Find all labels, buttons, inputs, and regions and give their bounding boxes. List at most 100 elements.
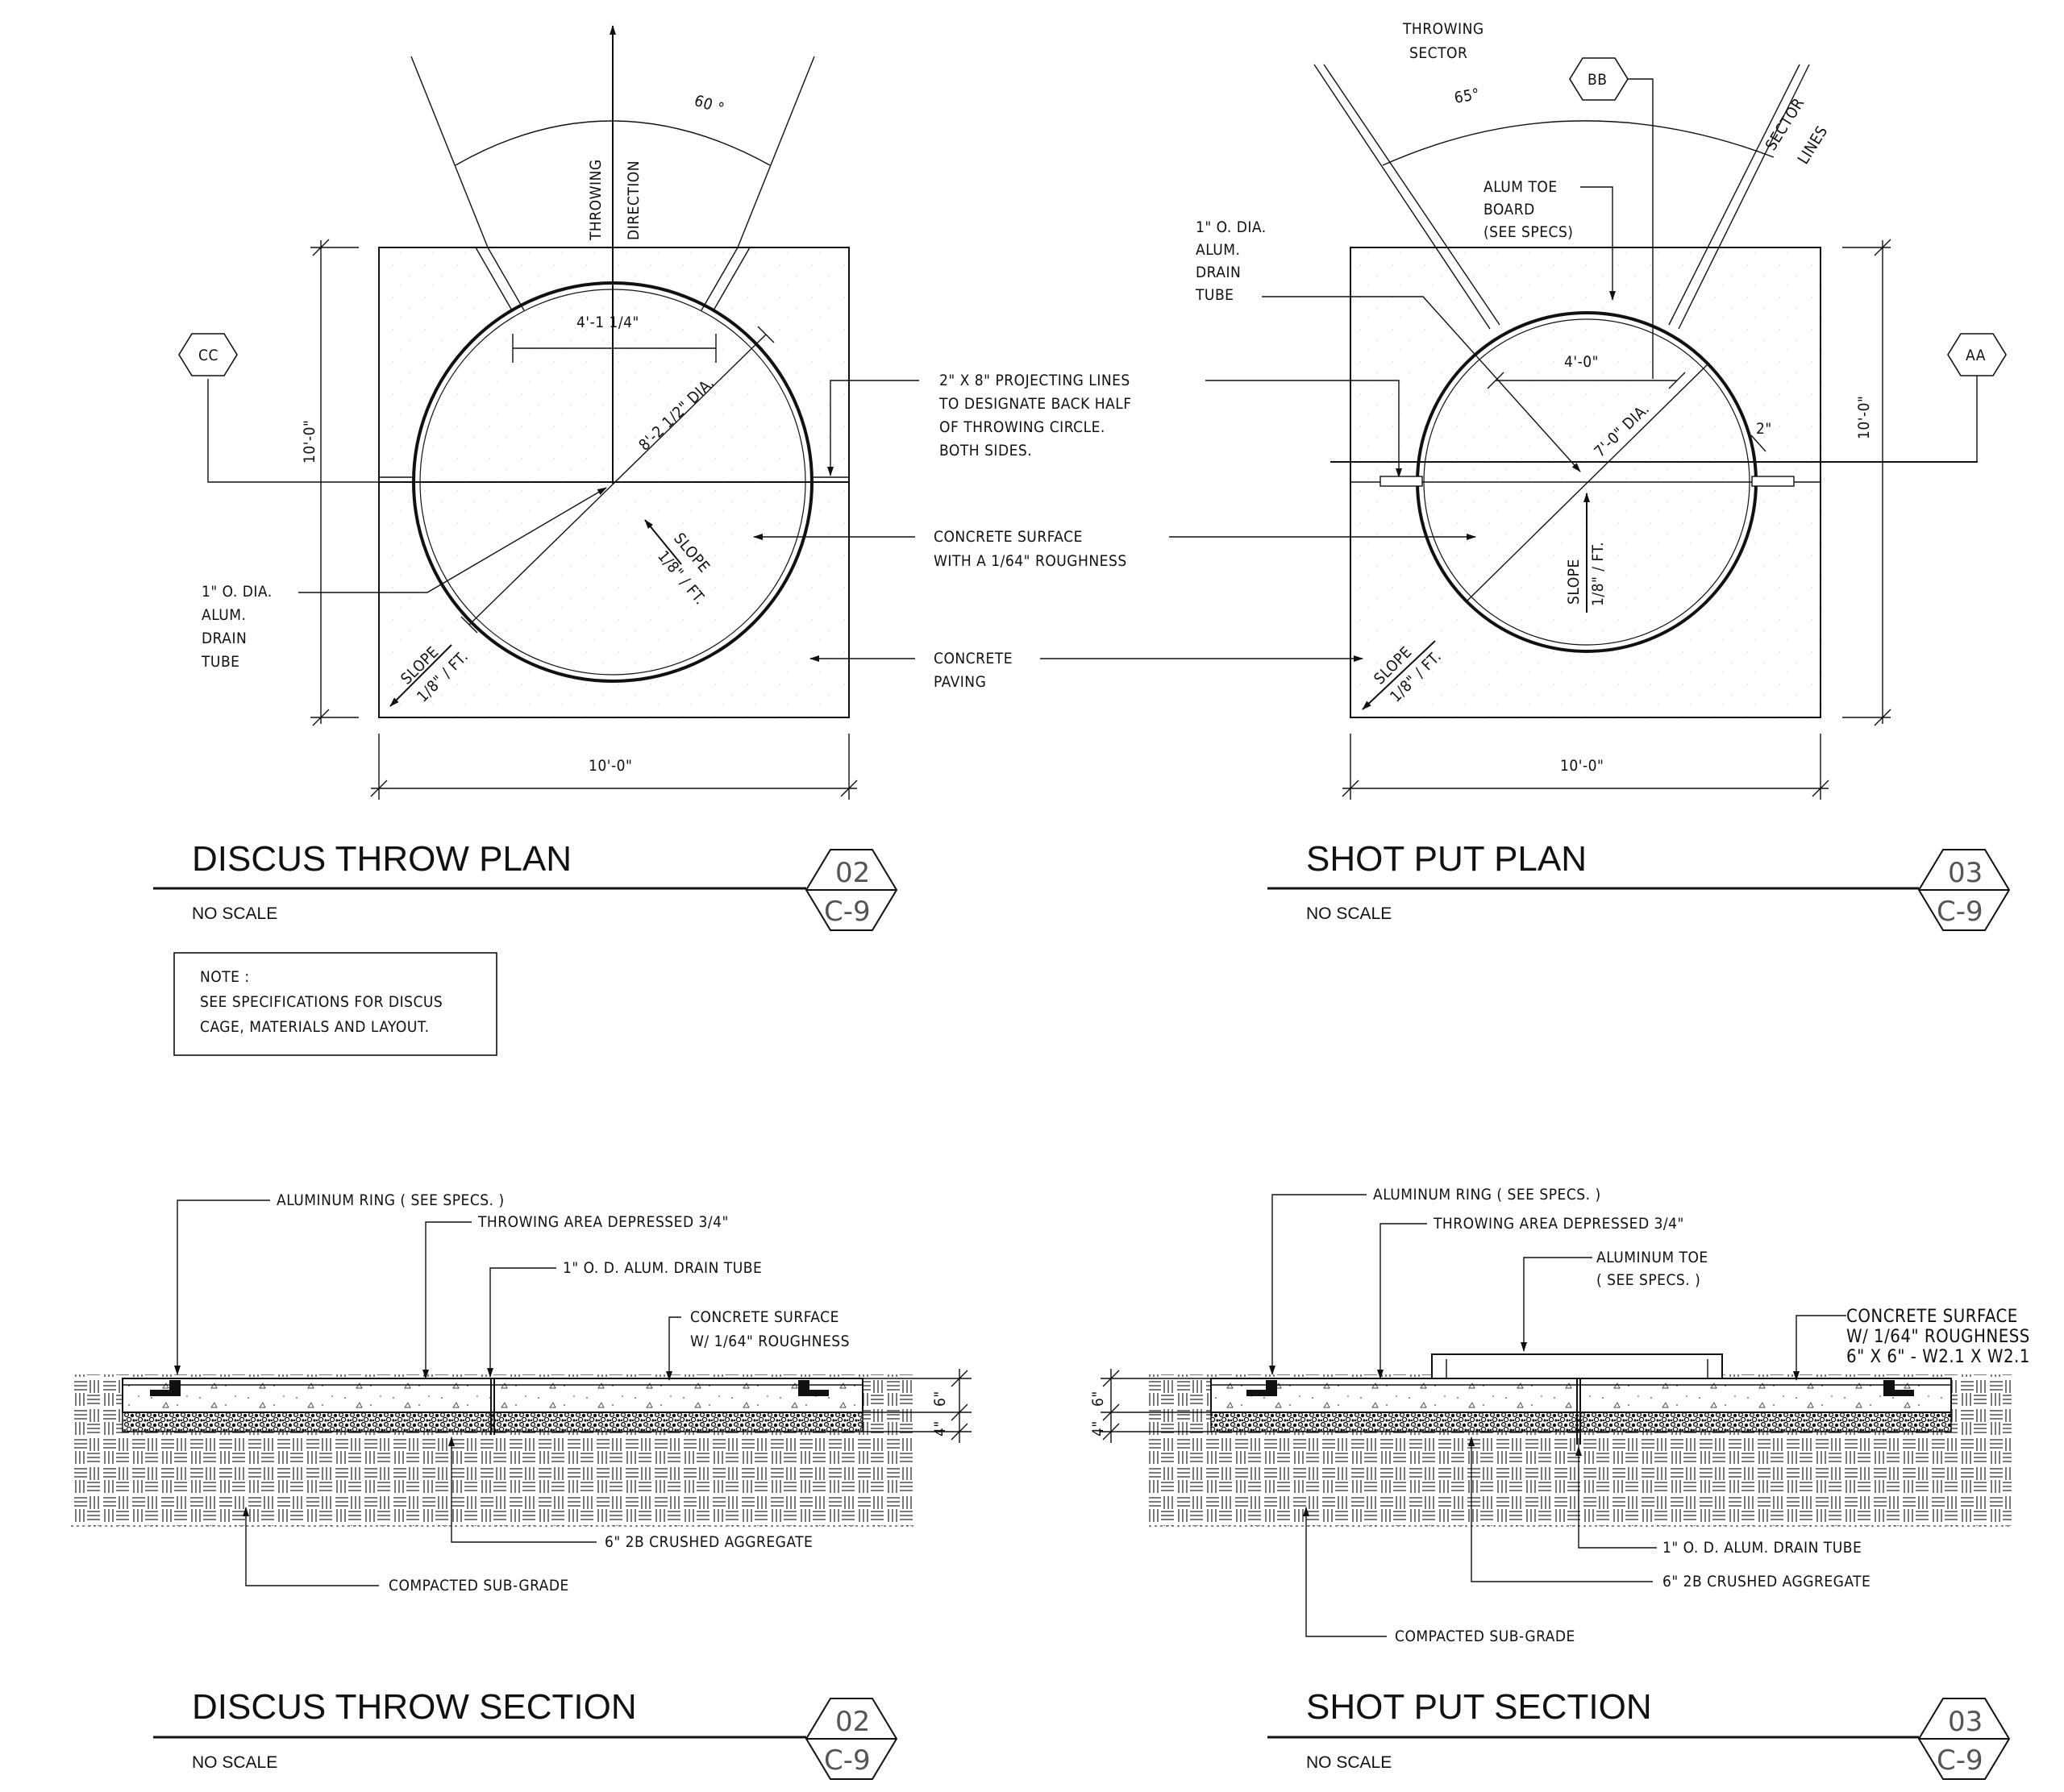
surface-label-1: CONCRETE SURFACE xyxy=(934,528,1083,546)
height-dim: 10'-0" xyxy=(301,420,318,464)
discus-section-scale: NO SCALE xyxy=(192,1753,277,1772)
width-dim: 4'-0" xyxy=(1564,353,1599,371)
subgrade-label: COMPACTED SUB-GRADE xyxy=(389,1577,569,1595)
depressed-label: THROWING AREA DEPRESSED 3/4" xyxy=(477,1213,729,1231)
section-tag-aa-label: AA xyxy=(1966,347,1986,364)
section-tag-cc xyxy=(178,333,238,376)
dim-top: 6" xyxy=(931,1391,949,1407)
drain-label-1: 1" O. DIA. xyxy=(1196,218,1267,236)
drain-label-2: ALUM. xyxy=(202,606,246,624)
drain-label-3: DRAIN xyxy=(1196,264,1241,281)
sheet-no: C-9 xyxy=(1937,896,1983,928)
toe-label-2: ( SEE SPECS. ) xyxy=(1596,1271,1700,1289)
sector-label-1: THROWING xyxy=(1402,20,1484,38)
toe-label-1: ALUM TOE xyxy=(1484,178,1558,196)
toe-label-2: BOARD xyxy=(1484,201,1535,218)
toe-label-3: (SEE SPECS) xyxy=(1484,223,1573,241)
depressed-label: THROWING AREA DEPRESSED 3/4" xyxy=(1433,1215,1684,1233)
surface-label-1: CONCRETE SURFACE xyxy=(690,1308,839,1326)
bottom-dim: 10'-0" xyxy=(589,757,632,775)
sector-arc xyxy=(455,120,771,166)
diameter-line xyxy=(1467,362,1710,601)
section-tag-bb xyxy=(1569,57,1629,101)
shot-section-title: SHOT PUT SECTION xyxy=(1306,1687,1652,1727)
detail-no: 02 xyxy=(835,1706,870,1738)
section-tag-bb-label: BB xyxy=(1588,71,1607,89)
direction-label-1: THROWING xyxy=(587,159,605,241)
detail-no: 02 xyxy=(835,857,870,889)
sector-lines-label-2: LINES xyxy=(1795,123,1832,167)
paving-label-2: PAVING xyxy=(934,673,986,691)
dim-bottom: 4" xyxy=(1089,1420,1107,1437)
bottom-dim: 10'-0" xyxy=(1560,757,1604,775)
sector-arc xyxy=(1382,120,1775,166)
proj-label-1: 2" X 8" PROJECTING LINES xyxy=(939,372,1130,389)
rim-dim: 2" xyxy=(1756,420,1772,438)
note-line-2: CAGE, MATERIALS AND LAYOUT. xyxy=(200,1018,430,1036)
height-dim: 10'-0" xyxy=(1855,396,1873,439)
shot-put-section: ALUMINUM RING ( SEE SPECS. ) THROWING AR… xyxy=(1089,1186,2030,1780)
discus-throw-section: ALUMINUM RING ( SEE SPECS. ) THROWING AR… xyxy=(71,1191,972,1780)
ring-label: ALUMINUM RING ( SEE SPECS. ) xyxy=(277,1191,505,1209)
drain-label: 1" O. D. ALUM. DRAIN TUBE xyxy=(563,1259,762,1277)
sheet-no: C-9 xyxy=(1937,1744,1983,1777)
aluminum-ring-left xyxy=(1246,1380,1277,1396)
sheet-no: C-9 xyxy=(824,1744,871,1777)
shot-put-plan: THROWING SECTOR 65° SECTOR LINES BB ALUM… xyxy=(1195,20,2011,931)
surface-label-1: CONCRETE SURFACE xyxy=(1846,1307,2018,1327)
slope-b-label-2: 1/8" / FT. xyxy=(1589,542,1607,606)
width-dim: 4'-1 1/4" xyxy=(576,314,639,331)
sheet-no: C-9 xyxy=(824,896,871,928)
sector-angle-label: 65° xyxy=(1453,85,1481,107)
subgrade-label: COMPACTED SUB-GRADE xyxy=(1395,1628,1575,1645)
drain-label-2: ALUM. xyxy=(1196,241,1240,259)
proj-label-4: BOTH SIDES. xyxy=(939,442,1032,459)
diameter-line xyxy=(468,334,767,626)
toe-label-1: ALUMINUM TOE xyxy=(1596,1249,1708,1266)
drain-label-4: TUBE xyxy=(1195,286,1234,304)
section-tag-cc-label: CC xyxy=(198,347,218,364)
discus-plan-title: DISCUS THROW PLAN xyxy=(192,839,572,879)
dim-bottom: 4" xyxy=(931,1420,949,1437)
surface-label-2: W/ 1/64" ROUGHNESS xyxy=(690,1333,850,1350)
note-box: NOTE : SEE SPECIFICATIONS FOR DISCUS CAG… xyxy=(173,952,497,1056)
section-tag-aa xyxy=(1947,333,2007,376)
toe-board xyxy=(1431,1353,1723,1379)
sector-line-left xyxy=(410,56,489,248)
proj-label-3: OF THROWING CIRCLE. xyxy=(939,418,1105,436)
sector-label-2: SECTOR xyxy=(1409,44,1467,62)
discus-section-title: DISCUS THROW SECTION xyxy=(192,1687,637,1727)
slope-b-label-1: SLOPE xyxy=(1565,559,1583,605)
drain-label-1: 1" O. DIA. xyxy=(202,583,273,601)
aluminum-ring-left xyxy=(150,1380,181,1396)
drain-label-4: TUBE xyxy=(201,653,239,671)
aggregate-layer xyxy=(122,1412,863,1432)
discus-plan-scale: NO SCALE xyxy=(192,904,277,923)
aluminum-ring-right xyxy=(798,1380,829,1396)
shot-plan-title: SHOT PUT PLAN xyxy=(1306,839,1587,879)
note-line-1: SEE SPECIFICATIONS FOR DISCUS xyxy=(200,993,443,1011)
aggregate-label: 6" 2B CRUSHED AGGREGATE xyxy=(1662,1573,1870,1590)
dim-top: 6" xyxy=(1089,1391,1107,1407)
direction-label-2: DIRECTION xyxy=(625,160,643,240)
drain-label: 1" O. D. ALUM. DRAIN TUBE xyxy=(1662,1539,1862,1557)
concrete-slab xyxy=(122,1378,863,1413)
shot-plan-scale: NO SCALE xyxy=(1306,904,1392,923)
aggregate-label: 6" 2B CRUSHED AGGREGATE xyxy=(605,1533,813,1551)
drain-label-3: DRAIN xyxy=(202,630,247,647)
aluminum-ring-right xyxy=(1883,1380,1914,1396)
ring-label: ALUMINUM RING ( SEE SPECS. ) xyxy=(1373,1186,1601,1204)
proj-label-2: TO DESIGNATE BACK HALF xyxy=(938,395,1132,413)
discus-throw-plan: 60 ° THROWING DIRECTION 4'-1 1/4" 8'-2 1… xyxy=(153,25,898,931)
paving-label-1: CONCRETE xyxy=(934,650,1013,667)
detail-no: 03 xyxy=(1948,857,1983,889)
sector-angle-label: 60 ° xyxy=(692,92,726,118)
surface-label-2: WITH A 1/64" ROUGHNESS xyxy=(934,552,1127,570)
surface-label-3: 6" X 6" - W2.1 X W2.1 xyxy=(1846,1347,2030,1367)
detail-no: 03 xyxy=(1948,1706,1983,1738)
note-heading: NOTE : xyxy=(200,968,250,986)
sector-line-right xyxy=(737,56,815,248)
surface-label-2: W/ 1/64" ROUGHNESS xyxy=(1846,1327,2030,1347)
shot-section-scale: NO SCALE xyxy=(1306,1753,1392,1772)
